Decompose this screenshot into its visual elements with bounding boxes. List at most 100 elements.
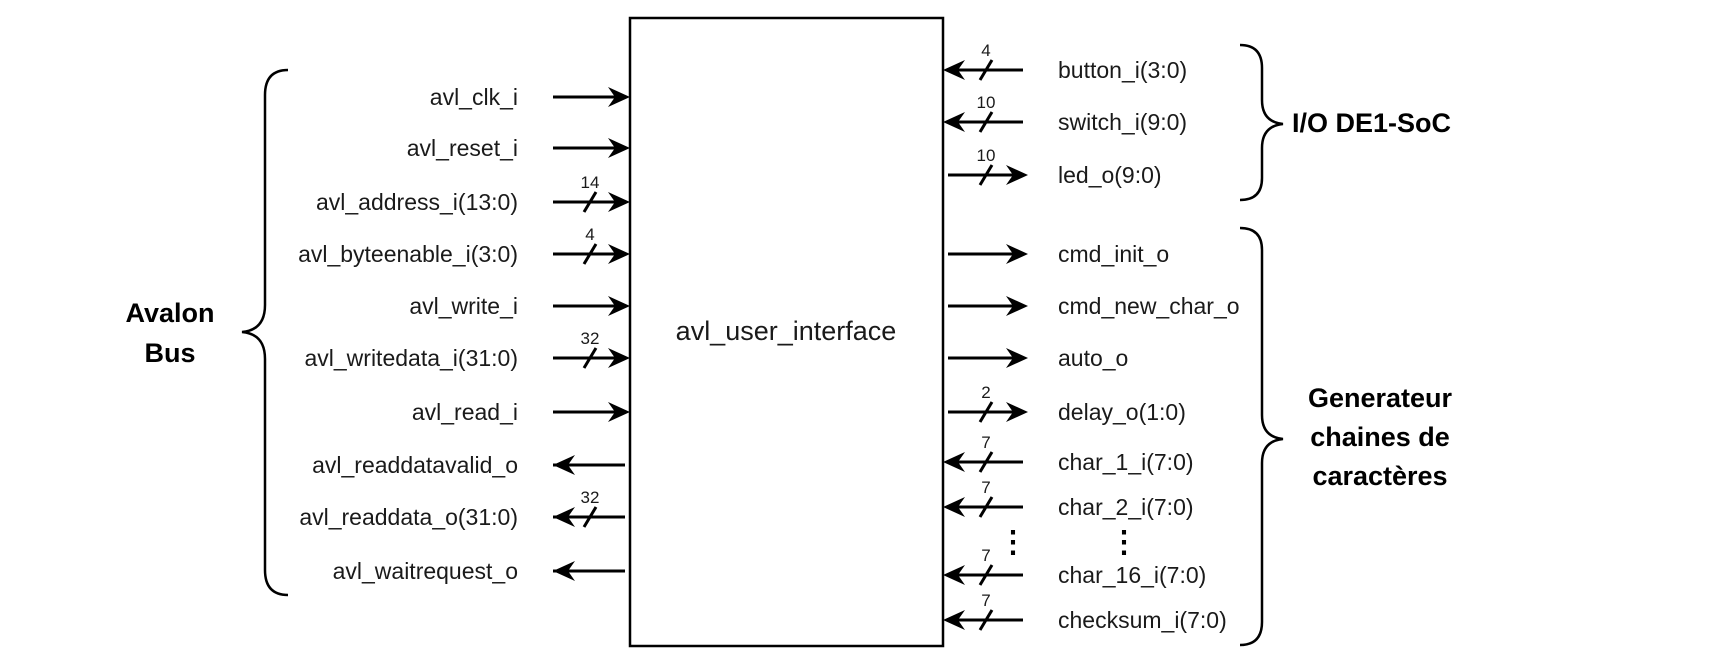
right-signal-9: 7 char_2_i(7:0) <box>943 478 1194 520</box>
right-signal-11-arrowhead <box>943 610 965 630</box>
right-signal-2-label: switch_i(9:0) <box>1058 109 1187 135</box>
right-signal-2-bus-slash <box>978 111 994 133</box>
right-signal-3-arrowhead <box>1006 165 1028 185</box>
string-generator-brace <box>1239 226 1284 647</box>
left-signal-3-bus-slash <box>582 191 598 213</box>
right-signal-9-bus-width: 7 <box>981 478 990 497</box>
left-signal-2-arrowhead <box>608 138 630 158</box>
left-signal-8: avl_readdatavalid_o <box>312 452 625 478</box>
left-signal-3: avl_address_i(13:0) 14 <box>316 173 630 215</box>
left-signal-9-label: avl_readdata_o(31:0) <box>299 504 518 530</box>
left-signal-7: avl_read_i <box>412 399 630 425</box>
right-signal-1-arrowhead <box>943 60 965 80</box>
right-signal-1: 4 button_i(3:0) <box>943 41 1187 83</box>
right-signal-8-bus-slash <box>978 451 994 473</box>
left-signal-4: avl_byteenable_i(3:0) 4 <box>298 225 630 267</box>
string-generator-label-line2: chaines de <box>1310 422 1450 452</box>
left-signal-6-label: avl_writedata_i(31:0) <box>304 345 518 371</box>
left-signal-9: avl_readdata_o(31:0) 32 <box>299 488 625 530</box>
right-signal-4: cmd_init_o <box>948 241 1169 267</box>
right-signal-5: cmd_new_char_o <box>948 293 1240 319</box>
right-signal-4-arrowhead <box>1006 244 1028 264</box>
avalon-bus-brace <box>241 68 289 597</box>
right-signal-8-bus-width: 7 <box>981 433 990 452</box>
left-signal-9-bus-width: 32 <box>581 488 600 507</box>
left-signal-2-label: avl_reset_i <box>407 135 518 161</box>
right-signal-7-bus-slash <box>978 401 994 423</box>
block-title: avl_user_interface <box>676 316 897 346</box>
right-signal-8-label: char_1_i(7:0) <box>1058 449 1194 475</box>
left-signal-10-label: avl_waitrequest_o <box>333 558 518 584</box>
right-signal-7-label: delay_o(1:0) <box>1058 399 1186 425</box>
right-signal-4-label: cmd_init_o <box>1058 241 1169 267</box>
right-signal-10-arrowhead <box>943 565 965 585</box>
right-signal-7-arrowhead <box>1006 402 1028 422</box>
right-signal-5-arrowhead <box>1006 296 1028 316</box>
right-signal-6: auto_o <box>948 345 1128 371</box>
right-signal-11-label: checksum_i(7:0) <box>1058 607 1227 633</box>
left-signal-3-label: avl_address_i(13:0) <box>316 189 518 215</box>
block-box <box>628 16 945 648</box>
right-signal-10-label: char_16_i(7:0) <box>1058 562 1206 588</box>
string-generator-label-line3: caractères <box>1312 461 1447 491</box>
right-signal-10-bus-width: 7 <box>981 546 990 565</box>
left-signal-1-arrowhead <box>608 87 630 107</box>
right-signal-5-label: cmd_new_char_o <box>1058 293 1240 319</box>
left-signal-10-arrowhead <box>553 561 575 581</box>
left-signal-4-label: avl_byteenable_i(3:0) <box>298 241 518 267</box>
right-signal-8: 7 char_1_i(7:0) <box>943 433 1194 475</box>
avalon-bus-label-line1: Avalon <box>125 298 214 328</box>
right-signal-1-bus-width: 4 <box>981 41 990 60</box>
left-signal-6-arrowhead <box>608 348 630 368</box>
right-signal-7-bus-width: 2 <box>981 383 990 402</box>
left-signal-1-label: avl_clk_i <box>430 84 518 110</box>
left-signal-1: avl_clk_i <box>430 84 630 110</box>
right-signal-6-label: auto_o <box>1058 345 1128 371</box>
ellipsis-signal-list: ⋮ <box>1109 526 1139 559</box>
left-signal-8-arrowhead <box>553 455 575 475</box>
right-signal-2: 10 switch_i(9:0) <box>943 93 1187 135</box>
right-signal-3: 10 led_o(9:0) <box>948 146 1162 188</box>
right-signal-3-label: led_o(9:0) <box>1058 162 1162 188</box>
left-signal-5-arrowhead <box>608 296 630 316</box>
left-signal-4-bus-width: 4 <box>585 225 594 244</box>
left-signal-8-label: avl_readdatavalid_o <box>312 452 518 478</box>
right-signal-7: 2 delay_o(1:0) <box>948 383 1186 425</box>
right-signal-1-bus-slash <box>978 59 994 81</box>
right-signal-9-label: char_2_i(7:0) <box>1058 494 1194 520</box>
left-signal-6: avl_writedata_i(31:0) 32 <box>304 329 630 371</box>
right-signal-group: 4 button_i(3:0) 10 switch_i(9:0) 10 led_o(9:0… <box>943 41 1240 633</box>
string-generator-label-line1: Generateur <box>1308 383 1453 413</box>
right-signal-2-arrowhead <box>943 112 965 132</box>
right-signal-11-bus-slash <box>978 609 994 631</box>
left-signal-6-bus-width: 32 <box>581 329 600 348</box>
ellipsis-near-block: ⋮ <box>998 526 1028 559</box>
left-signal-10: avl_waitrequest_o <box>333 558 625 584</box>
right-signal-10-bus-slash <box>978 564 994 586</box>
right-signal-3-bus-slash <box>978 164 994 186</box>
left-signal-6-bus-slash <box>582 347 598 369</box>
right-signal-2-bus-width: 10 <box>977 93 996 112</box>
io-de1soc-label: I/O DE1-SoC <box>1292 108 1451 138</box>
right-signal-11: 7 checksum_i(7:0) <box>943 591 1227 633</box>
left-signal-7-arrowhead <box>608 402 630 422</box>
left-signal-5: avl_write_i <box>409 293 630 319</box>
left-signal-4-bus-slash <box>582 243 598 265</box>
avalon-bus-label-line2: Bus <box>144 338 195 368</box>
left-signal-5-label: avl_write_i <box>409 293 518 319</box>
right-signal-9-bus-slash <box>978 496 994 518</box>
left-signal-4-arrowhead <box>608 244 630 264</box>
right-signal-3-bus-width: 10 <box>977 146 996 165</box>
right-signal-11-bus-width: 7 <box>981 591 990 610</box>
right-signal-9-arrowhead <box>943 497 965 517</box>
left-signal-group: avl_clk_i avl_reset_i avl_address_i(13:0) 1… <box>298 84 630 584</box>
left-signal-3-bus-width: 14 <box>581 173 600 192</box>
left-signal-9-arrowhead <box>553 507 575 527</box>
right-signal-10: 7 char_16_i(7:0) <box>943 546 1206 588</box>
right-signal-8-arrowhead <box>943 452 965 472</box>
right-signal-6-arrowhead <box>1006 348 1028 368</box>
left-signal-3-arrowhead <box>608 192 630 212</box>
left-signal-7-label: avl_read_i <box>412 399 518 425</box>
right-signal-1-label: button_i(3:0) <box>1058 57 1187 83</box>
left-signal-2: avl_reset_i <box>407 135 630 161</box>
